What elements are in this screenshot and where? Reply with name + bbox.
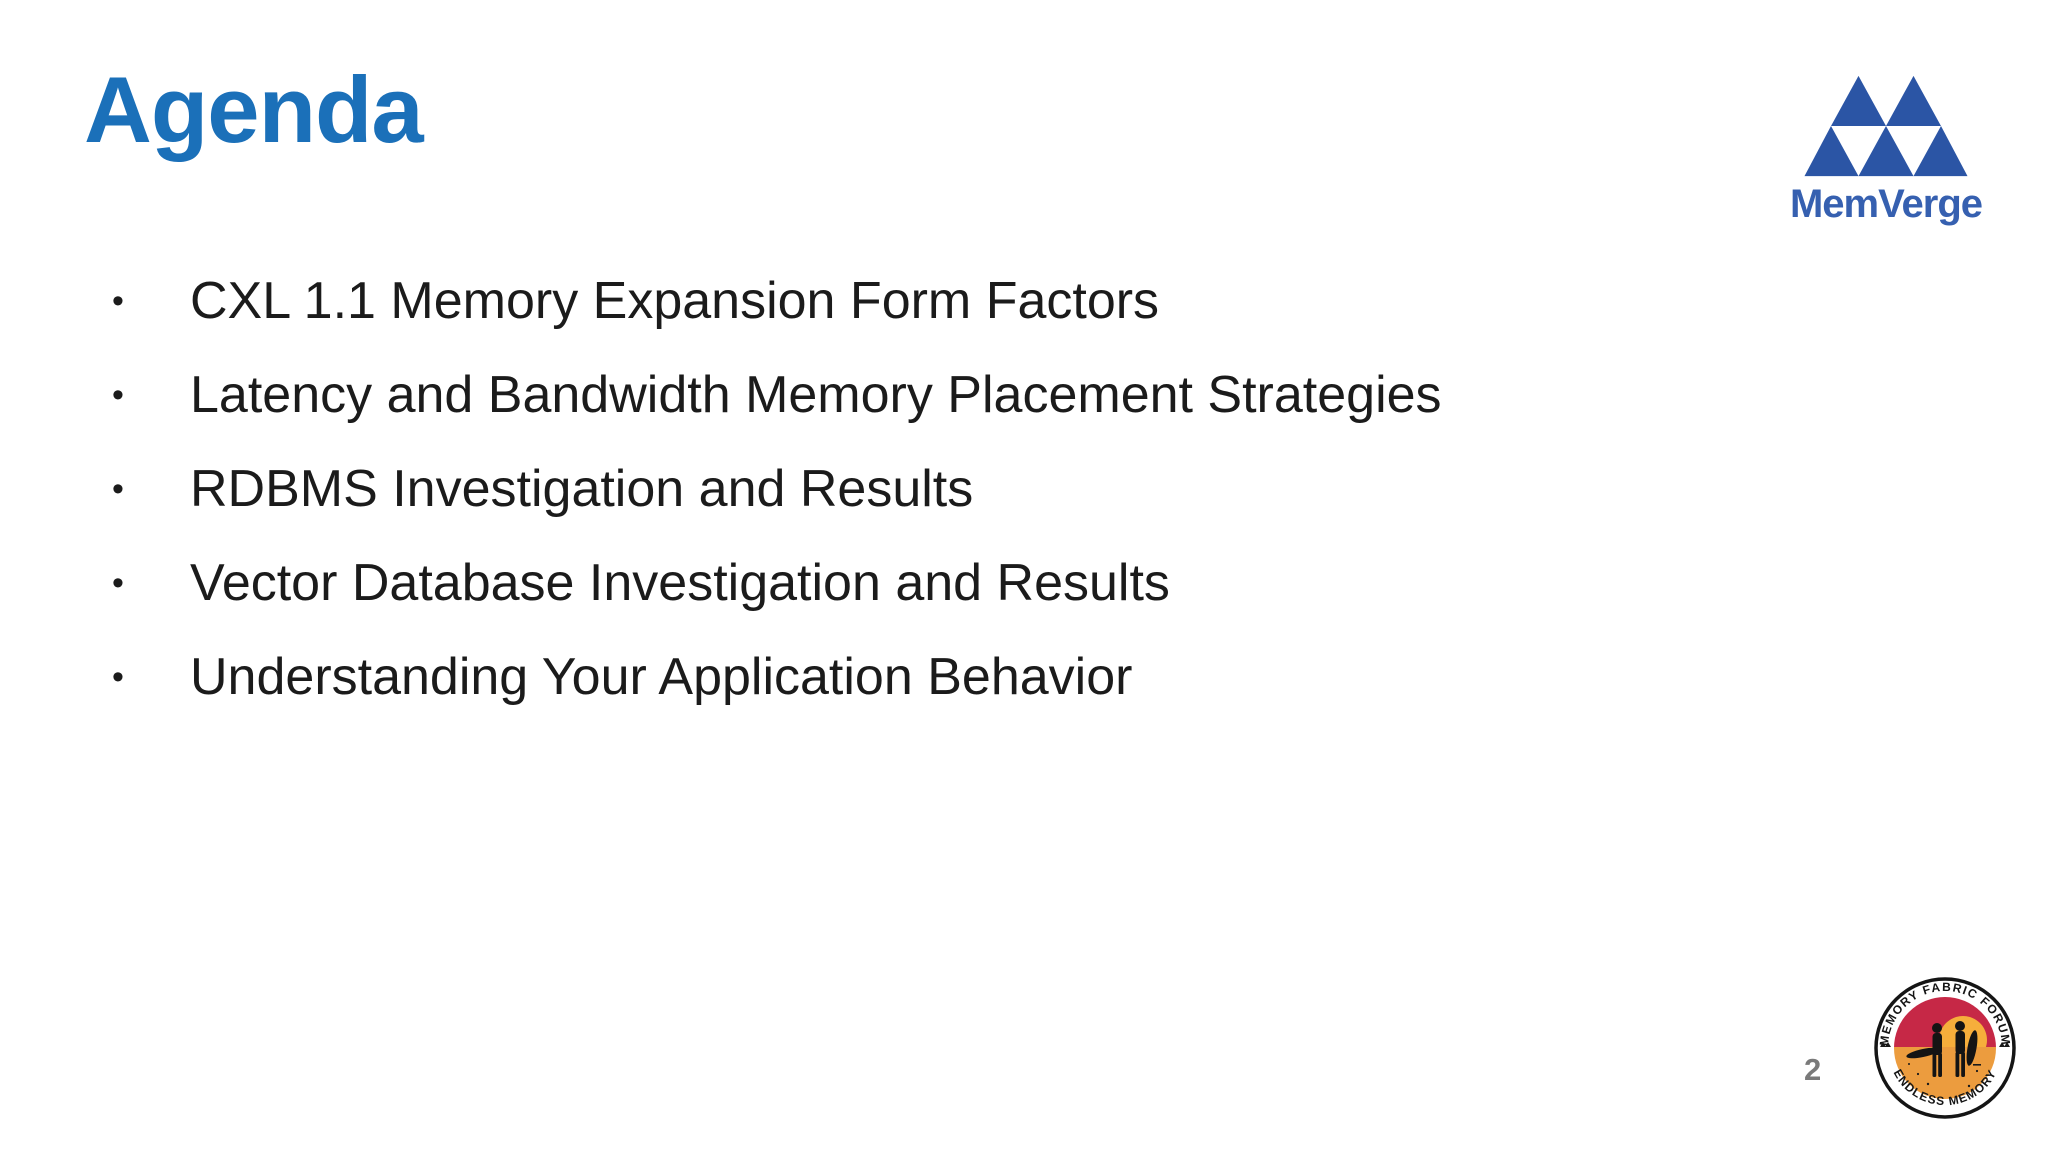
memverge-wordmark: MemVerge xyxy=(1789,182,1983,226)
bullet-marker-icon: • xyxy=(112,564,124,602)
agenda-item-text: Vector Database Investigation and Result… xyxy=(190,554,1170,612)
memverge-logo: MemVerge xyxy=(1780,70,1992,224)
agenda-item-text: RDBMS Investigation and Results xyxy=(190,460,974,518)
agenda-item-text: CXL 1.1 Memory Expansion Form Factors xyxy=(190,272,1160,330)
agenda-bullet-item: • RDBMS Investigation and Results xyxy=(112,442,1612,536)
agenda-bullet-item: • CXL 1.1 Memory Expansion Form Factors xyxy=(112,254,1612,348)
memverge-logo-icon xyxy=(1804,75,1968,177)
bullet-marker-icon: • xyxy=(112,282,124,320)
bullet-marker-icon: • xyxy=(112,658,124,696)
agenda-bullet-item: • Latency and Bandwidth Memory Placement… xyxy=(112,348,1612,442)
agenda-item-text: Understanding Your Application Behavior xyxy=(190,648,1133,706)
badge-triangle-mark-left xyxy=(1880,1042,1891,1047)
page-title: Agenda xyxy=(84,57,424,162)
memory-fabric-forum-badge: MEMORY FABRIC FORUM ENDLESS MEMORY xyxy=(1873,976,2017,1120)
page-number: 2 xyxy=(1804,1052,1822,1087)
agenda-list: • CXL 1.1 Memory Expansion Form Factors … xyxy=(112,254,1612,724)
memory-fabric-forum-badge-icon: MEMORY FABRIC FORUM ENDLESS MEMORY xyxy=(1874,977,2016,1119)
agenda-bullet-item: • Vector Database Investigation and Resu… xyxy=(112,536,1612,630)
badge-triangle-mark-right xyxy=(1999,1042,2010,1047)
agenda-bullet-item: • Understanding Your Application Behavio… xyxy=(112,630,1612,724)
bullet-marker-icon: • xyxy=(112,470,124,508)
surfer-right-silhouette xyxy=(1955,1021,1978,1077)
bullet-marker-icon: • xyxy=(112,376,124,414)
surfer-left-silhouette xyxy=(1906,1023,1942,1077)
agenda-item-text: Latency and Bandwidth Memory Placement S… xyxy=(190,366,1442,424)
